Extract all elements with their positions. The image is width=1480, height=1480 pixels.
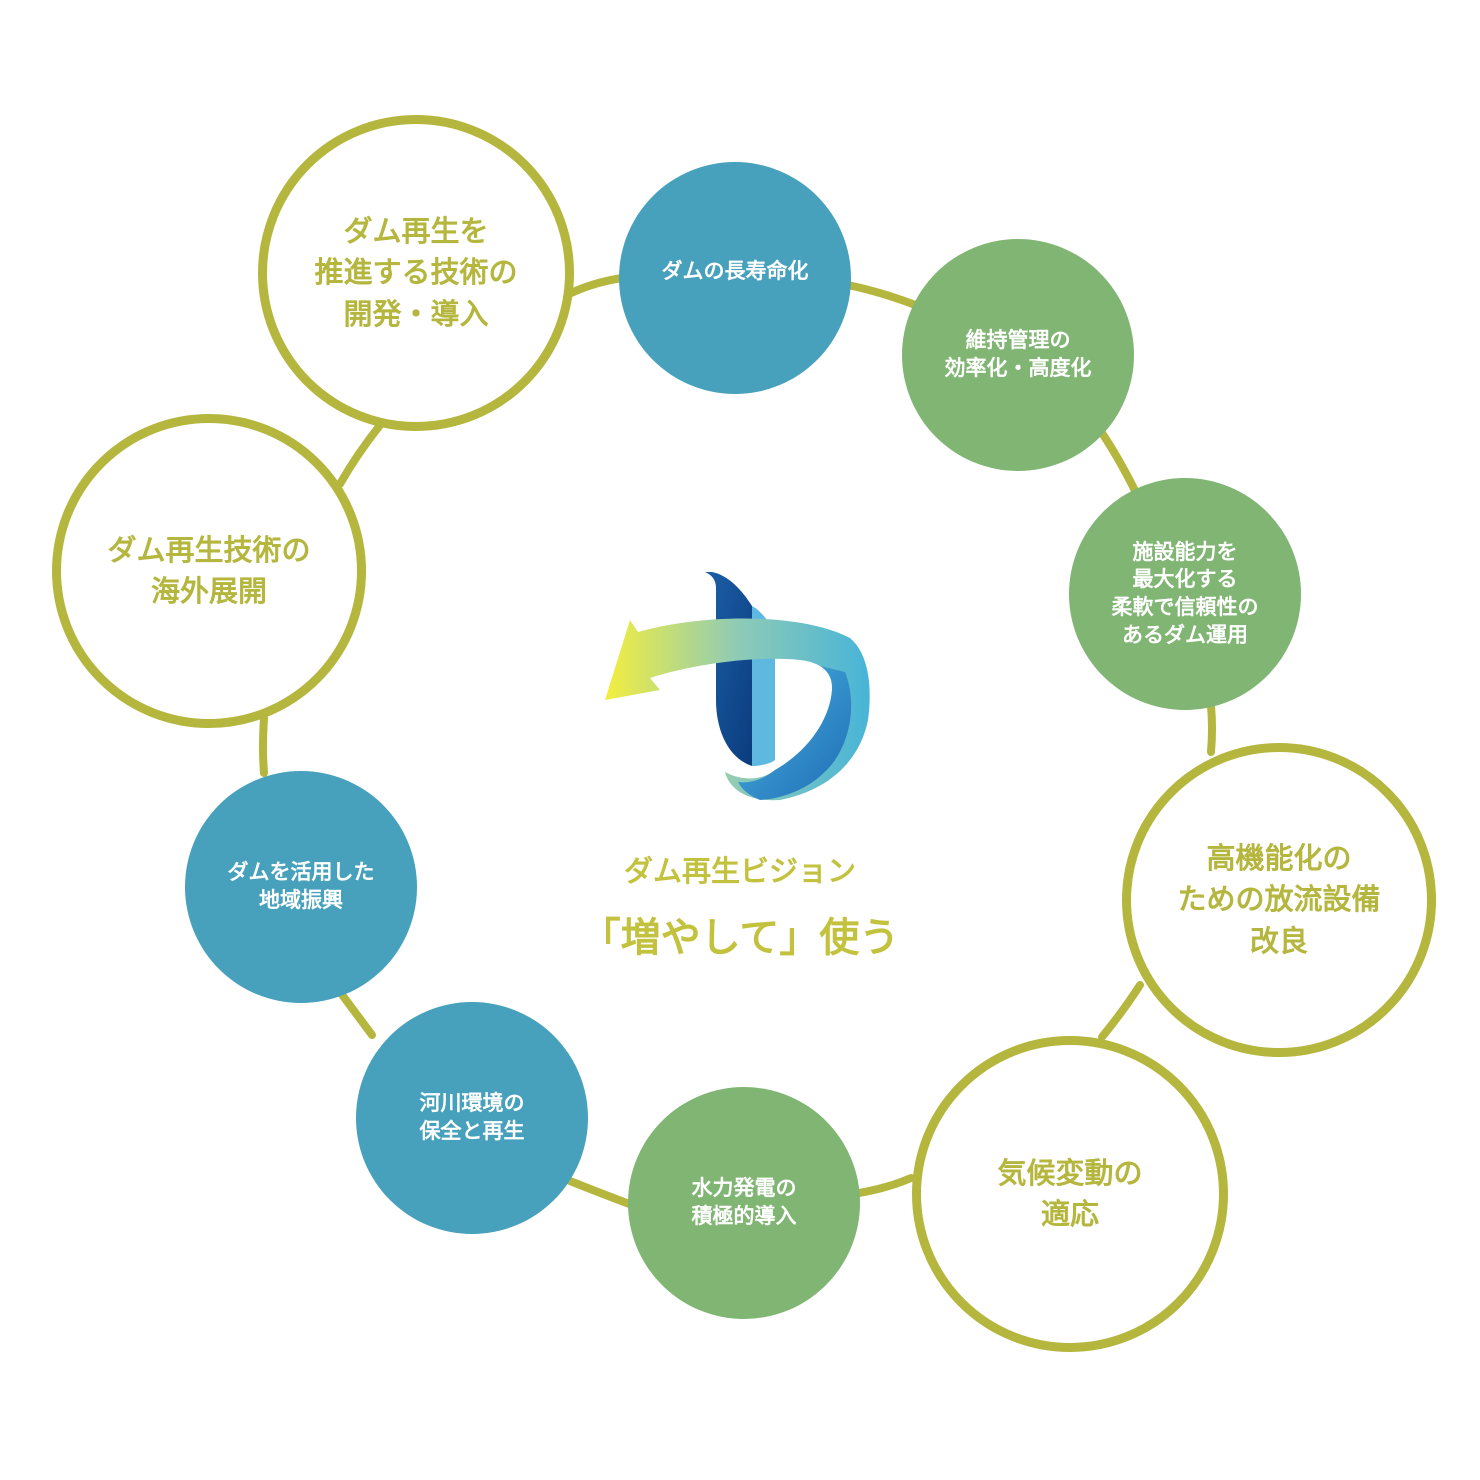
node-label-line: ダム再生技術の — [107, 532, 311, 567]
node-label-line: 柔軟で信頼性の — [1111, 595, 1259, 619]
node-label-line: 高機能化の — [1206, 841, 1352, 876]
vision-title: ダム再生ビジョン — [623, 854, 856, 888]
node-label-line: 積極的導入 — [691, 1204, 797, 1228]
node-overseas-expansion: ダム再生技術の 海外展開 — [52, 414, 366, 728]
recycle-arrow-logo-icon — [605, 572, 870, 801]
connector-arc — [1098, 981, 1144, 1041]
node-climate-adaptation: 気候変動の 適応 — [912, 1036, 1228, 1352]
node-river-environment: 河川環境の 保全と再生 — [356, 1002, 588, 1234]
node-label-line: ダムの長寿命化 — [661, 259, 809, 284]
vision-slogan: 「増やして」使う — [580, 915, 900, 961]
connector-arc — [566, 1177, 636, 1209]
connector-arc — [336, 420, 385, 488]
node-label-line: 最大化する — [1132, 567, 1238, 592]
node-label-line: 維持管理の — [965, 328, 1071, 353]
node-maintenance-efficiency: 維持管理の 効率化・高度化 — [902, 239, 1134, 471]
connector-arc — [1207, 702, 1216, 756]
node-label-line: ための放流設備 — [1177, 882, 1381, 917]
node-hydropower: 水力発電の 積極的導入 — [628, 1087, 860, 1319]
node-flexible-operation: 施設能力を 最大化する 柔軟で信頼性の あるダム運用 — [1069, 478, 1301, 710]
connector-arc — [259, 714, 268, 777]
node-label-line: 施設能力を — [1132, 539, 1238, 564]
node-label-line: 効率化・高度化 — [944, 356, 1092, 380]
node-label-line: 水力発電の — [691, 1176, 797, 1201]
node-label-line: 開発・導入 — [343, 296, 489, 331]
node-discharge-facility-upgrade: 高機能化の ための放流設備 改良 — [1122, 743, 1436, 1057]
node-label-line: 地域振興 — [259, 888, 343, 912]
node-label-line: ダム再生を — [343, 214, 489, 249]
node-label-line: ダムを活用した — [227, 860, 375, 885]
node-label-line: 適応 — [1040, 1197, 1099, 1231]
node-label-line: 海外展開 — [150, 574, 267, 608]
node-dam-longevity: ダムの長寿命化 — [619, 162, 851, 394]
connector-arc — [336, 988, 376, 1039]
node-label-line: 推進する技術の — [314, 255, 518, 290]
node-label-line: 保全と再生 — [419, 1119, 525, 1143]
connector-arc — [844, 281, 922, 310]
node-technology-development: ダム再生を 推進する技術の 開発・導入 — [258, 115, 574, 431]
node-label-line: 改良 — [1249, 923, 1308, 958]
node-label-line: あるダム運用 — [1122, 622, 1248, 647]
node-label-line: 河川環境の — [419, 1091, 525, 1116]
node-regional-development: ダムを活用した 地域振興 — [185, 771, 417, 1003]
node-label-line: 気候変動の — [997, 1155, 1143, 1190]
connector-arc — [855, 1174, 915, 1197]
